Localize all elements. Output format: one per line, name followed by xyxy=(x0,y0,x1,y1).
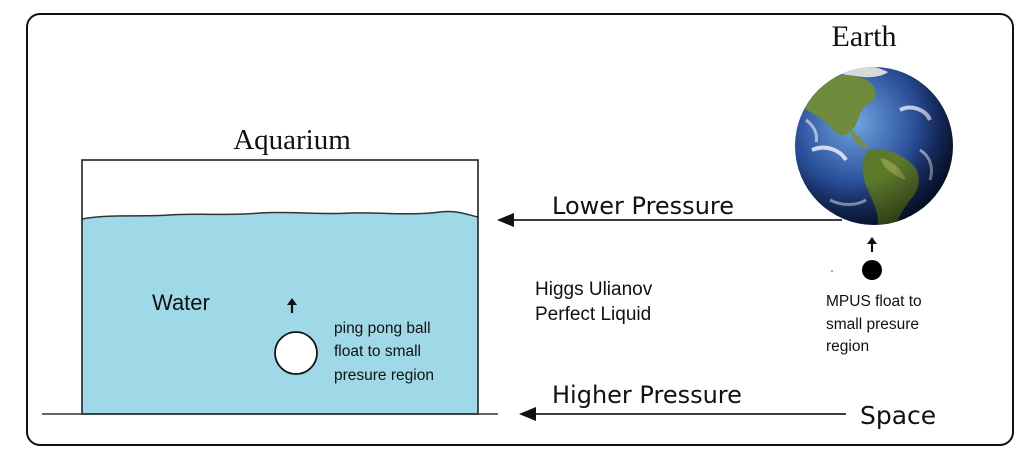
mpus-note-line-2: small presure xyxy=(826,316,919,333)
aquarium-tank xyxy=(81,159,479,415)
aquarium-label: Aquarium xyxy=(233,124,351,156)
ball-note-line-3: presure region xyxy=(334,367,434,384)
water-body xyxy=(82,211,478,414)
lower-pressure-arrow xyxy=(497,213,842,227)
ping-pong-ball-icon xyxy=(274,331,318,375)
space-label: Space xyxy=(860,401,936,430)
higher-pressure-arrow xyxy=(519,407,846,421)
arrow-up-icon xyxy=(867,237,877,252)
arrow-left-icon xyxy=(519,407,536,421)
mpus-note-line-1: MPUS float to xyxy=(826,293,922,310)
earth-label: Earth xyxy=(832,20,897,53)
ball-note-line-2: float to small xyxy=(334,343,421,360)
medium-label-line-1: Higgs Ulianov xyxy=(535,279,653,300)
water-label: Water xyxy=(152,290,210,315)
dust-dot xyxy=(831,270,833,272)
ball-note: ping pong ball float to small presure re… xyxy=(334,320,435,384)
higher-pressure-label: Higher Pressure xyxy=(552,381,742,409)
diagram-border xyxy=(26,13,1014,446)
water-surface xyxy=(81,210,479,220)
earth-globe-icon xyxy=(795,67,953,225)
ball-note-line-1: ping pong ball xyxy=(334,320,431,337)
arrow-left-icon xyxy=(497,213,514,227)
arrow-up-icon xyxy=(287,298,297,313)
mpus-note: MPUS float to small presure region xyxy=(826,293,926,355)
lower-pressure-label: Lower Pressure xyxy=(552,192,734,220)
mpus-note-line-3: region xyxy=(826,338,869,355)
medium-label: Higgs Ulianov Perfect Liquid xyxy=(535,279,658,325)
medium-label-line-2: Perfect Liquid xyxy=(535,304,651,325)
mpus-particle-icon xyxy=(862,260,882,280)
